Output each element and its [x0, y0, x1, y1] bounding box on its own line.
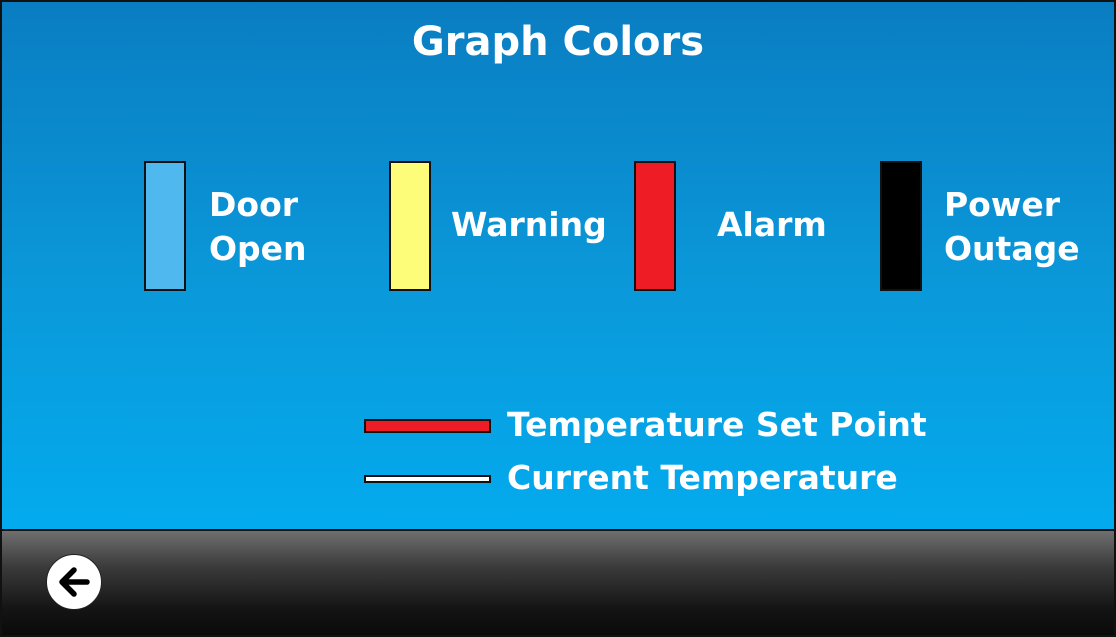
alarm-swatch: [634, 161, 676, 291]
main-panel: Graph Colors Door Open Warning Alarm Pow…: [2, 2, 1114, 531]
warning-label-line1: Warning: [451, 205, 607, 244]
power-outage-label-line1: Power: [944, 185, 1060, 224]
power-outage-label: Power Outage: [944, 183, 1080, 271]
arrow-left-icon: [59, 567, 90, 597]
power-outage-label-line2: Outage: [944, 229, 1080, 268]
current-temperature-line-swatch: [364, 475, 491, 483]
warning-label: Warning: [451, 203, 607, 247]
page-title: Graph Colors: [411, 19, 705, 65]
set-point-label: Temperature Set Point: [507, 405, 927, 444]
door-open-swatch: [144, 161, 186, 291]
door-open-label: Door Open: [209, 183, 307, 271]
back-button[interactable]: [46, 554, 102, 610]
door-open-label-line2: Open: [209, 229, 307, 268]
door-open-label-line1: Door: [209, 185, 299, 224]
alarm-label-line1: Alarm: [717, 205, 827, 244]
power-outage-swatch: [880, 161, 922, 291]
current-temperature-label: Current Temperature: [507, 458, 898, 497]
footer-bar: [2, 531, 1114, 635]
alarm-label: Alarm: [717, 203, 827, 247]
warning-swatch: [389, 161, 431, 291]
set-point-line-swatch: [364, 419, 491, 433]
